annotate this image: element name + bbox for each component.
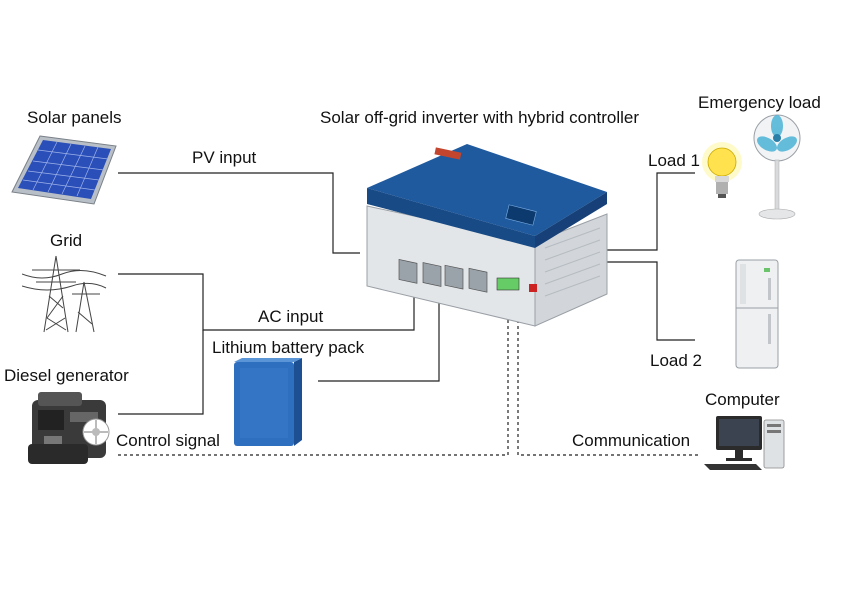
diesel-ac-wire xyxy=(118,330,204,415)
pv-input-wire xyxy=(118,172,360,254)
computer-label: Computer xyxy=(705,390,780,409)
control-signal-label: Control signal xyxy=(116,431,220,450)
communication-wire xyxy=(517,290,700,456)
power-tower-icon xyxy=(22,255,107,333)
load-2-label: Load 2 xyxy=(650,351,702,370)
control-signal-wire xyxy=(118,290,509,456)
communication-label: Communication xyxy=(572,431,691,450)
solar-panel-icon xyxy=(11,135,117,205)
battery-wire xyxy=(318,268,440,382)
refrigerator-icon xyxy=(735,259,779,369)
load-1-label: Load 1 xyxy=(648,151,700,170)
diagram-title: Solar off-grid inverter with hybrid cont… xyxy=(320,108,640,127)
electric-fan-icon xyxy=(753,114,801,220)
solar-panels-label: Solar panels xyxy=(27,108,122,127)
diesel-generator-label: Diesel generator xyxy=(4,366,129,385)
battery-label: Lithium battery pack xyxy=(212,338,365,357)
light-bulb-icon xyxy=(702,142,742,198)
lithium-battery-icon xyxy=(234,358,302,446)
grid-label: Grid xyxy=(50,231,83,250)
ac-input-label: AC input xyxy=(258,307,324,326)
emergency-load-label: Emergency load xyxy=(698,93,821,112)
computer-icon xyxy=(704,416,785,470)
diesel-generator-icon xyxy=(28,392,110,464)
inverter-unit xyxy=(366,144,608,327)
pv-input-label: PV input xyxy=(192,148,257,167)
